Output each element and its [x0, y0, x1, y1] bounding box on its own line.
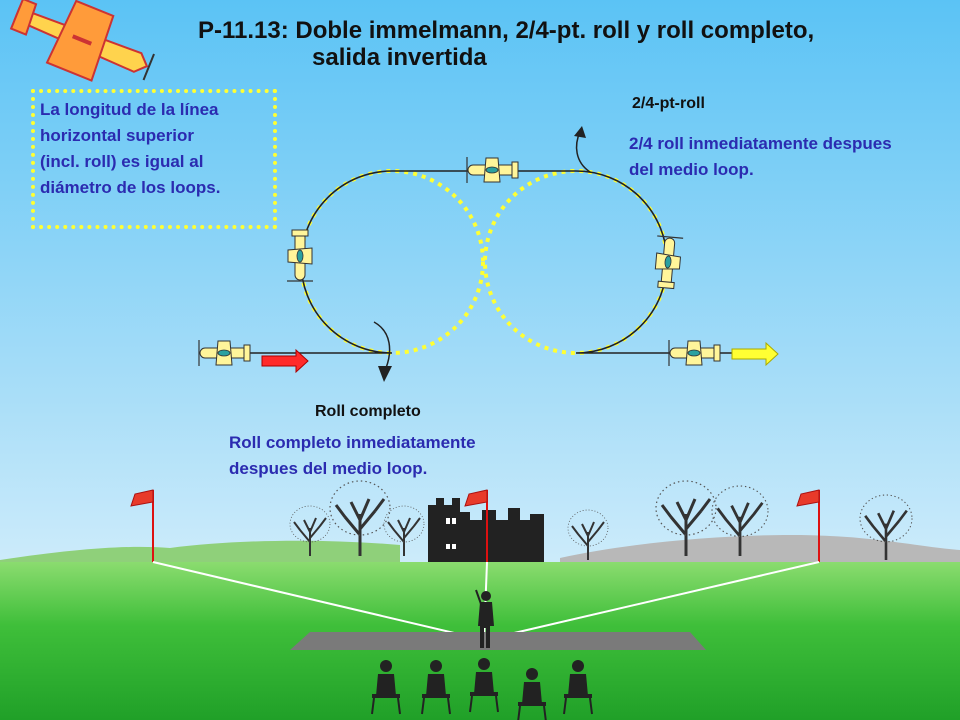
note-line: La longitud de la línea [40, 100, 219, 119]
page-subtitle: salida invertida [312, 44, 487, 71]
full-roll-title: Roll completo [315, 403, 421, 420]
far-hills-right [560, 534, 960, 565]
full-roll-arrowhead [378, 366, 392, 382]
page-title: P-11.13: Doble immelmann, 2/4-pt. roll y… [198, 17, 815, 44]
note-line: (incl. roll) es igual al [40, 152, 204, 171]
quarter-roll-arrowhead [574, 126, 586, 138]
full-roll-desc-line: Roll completo inmediatamente [229, 433, 476, 452]
quarter-roll-title: 2/4-pt-roll [632, 95, 705, 112]
quarter-roll-desc-line: 2/4 roll inmediatamente despues [629, 134, 892, 153]
aerobatic-plane-logo [9, 0, 155, 82]
far-hills [0, 540, 400, 565]
note-line: diámetro de los loops. [40, 178, 221, 197]
quarter-roll-desc-line: del medio loop. [629, 160, 754, 179]
note-line: horizontal superior [40, 126, 194, 145]
left-helper-circle [299, 169, 485, 355]
note-text: La longitud de la línea horizontal super… [40, 97, 280, 201]
pilot-silhouette [475, 589, 494, 648]
runway [290, 632, 706, 650]
entry-arrow [261, 348, 309, 374]
quarter-roll-description: 2/4 roll inmediatamente despues del medi… [629, 131, 892, 183]
full-roll-marker [373, 321, 391, 369]
exit-arrow [731, 341, 779, 367]
full-roll-description: Roll completo inmediatamente despues del… [229, 430, 476, 482]
note-box [31, 89, 277, 229]
full-roll-desc-line: despues del medio loop. [229, 459, 428, 478]
